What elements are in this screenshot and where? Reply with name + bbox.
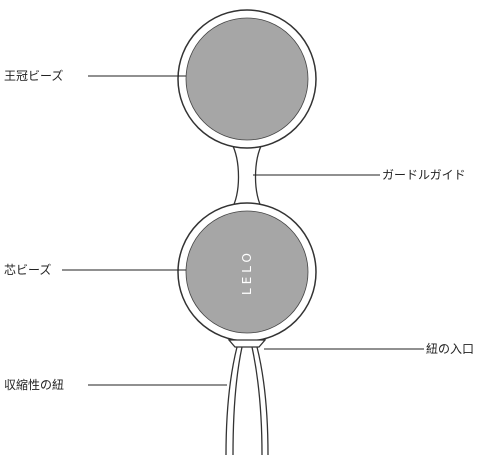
- cord-entry-label: 紐の入口: [426, 342, 475, 356]
- core-bead-fill: [185, 210, 309, 334]
- cord-entry-cap: [227, 339, 267, 348]
- girdle-guide-shape: [229, 141, 265, 211]
- elastic-cord-label: 収縮性の紐: [4, 378, 65, 392]
- crown-bead: [177, 9, 317, 149]
- leader-lines: [62, 75, 424, 386]
- elastic-cord-outer-right: [256, 346, 269, 455]
- core-bead: LELO: [177, 202, 317, 342]
- core-bead-label: 芯ビーズ: [4, 263, 52, 277]
- elastic-cord-inner-left: [232, 346, 243, 455]
- crown-bead-fill: [185, 17, 309, 141]
- elastic-cord: [225, 346, 269, 455]
- lelo-logo: LELO: [240, 249, 254, 295]
- elastic-cord-inner-right: [251, 346, 263, 455]
- elastic-cord-outer-left: [225, 346, 238, 455]
- crown-bead-label: 王冠ビーズ: [4, 69, 64, 83]
- girdle-guide-label: ガードルガイド: [382, 168, 466, 182]
